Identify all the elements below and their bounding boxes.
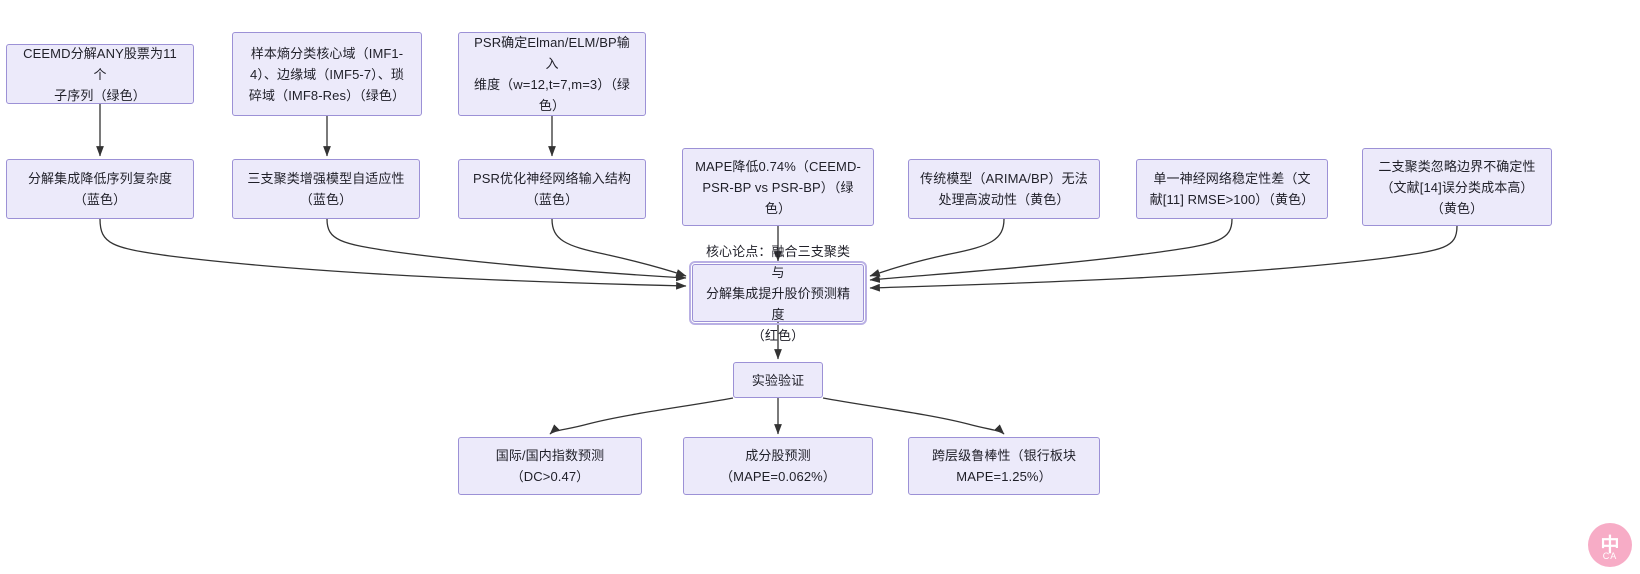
node-label: MAPE降低0.74%（CEEMD- PSR-BP vs PSR-BP）（绿 色…	[695, 158, 861, 216]
node-label: 三支聚类增强模型自适应性 （蓝色）	[247, 171, 405, 207]
node-label: CEEMD分解ANY股票为11个 子序列（绿色）	[23, 45, 177, 103]
node-index-prediction[interactable]: 国际/国内指数预测 （DC>0.47）	[458, 437, 642, 495]
node-label: PSR优化神经网络输入结构 （蓝色）	[472, 171, 632, 207]
node-constituent-stock-prediction[interactable]: 成分股预测 （MAPE=0.062%）	[683, 437, 873, 495]
node-core-thesis[interactable]: 核心论点：融合三支聚类与 分解集成提升股价预测精度 （红色）	[689, 244, 867, 343]
node-label: 跨层级鲁棒性（银行板块 MAPE=1.25%）	[931, 448, 1077, 484]
node-label: PSR确定Elman/ELM/BP输入 维度（w=12,t=7,m=3）（绿 色…	[473, 35, 631, 113]
node-traditional-model-limitation[interactable]: 传统模型（ARIMA/BP）无法 处理高波动性（黄色）	[908, 159, 1100, 219]
edge-n4-core	[99, 218, 687, 290]
node-mape-improvement[interactable]: MAPE降低0.74%（CEEMD- PSR-BP vs PSR-BP）（绿 色…	[682, 148, 874, 226]
node-experimental-validation[interactable]: 实验验证	[733, 362, 823, 398]
edge-n8-core	[869, 218, 1005, 277]
node-ceemd-decomposition[interactable]: CEEMD分解ANY股票为11个 子序列（绿色）	[6, 44, 194, 104]
edge-n5-core	[326, 218, 687, 282]
edge-exp-b3	[822, 397, 1005, 435]
watermark-char: 中	[1600, 534, 1620, 556]
node-label: 样本熵分类核心域（IMF1- 4）、边缘域（IMF5-7）、琐 碎域（IMF8-…	[248, 45, 406, 103]
node-label: 单一神经网络稳定性差（文 献[11] RMSE>100）（黄色）	[1149, 171, 1315, 207]
node-label: 核心论点：融合三支聚类与 分解集成提升股价预测精度 （红色）	[705, 243, 851, 343]
watermark-sub: CA	[1602, 551, 1618, 561]
node-decomposition-reduces-complexity[interactable]: 分解集成降低序列复杂度 （蓝色）	[6, 159, 194, 219]
node-label: 国际/国内指数预测 （DC>0.47）	[495, 448, 605, 484]
node-psr-optimizes-network-input[interactable]: PSR优化神经网络输入结构 （蓝色）	[458, 159, 646, 219]
node-three-way-clustering-adaptivity[interactable]: 三支聚类增强模型自适应性 （蓝色）	[232, 159, 420, 219]
edge-exp-b1	[549, 397, 734, 435]
node-label: 实验验证	[751, 372, 805, 388]
node-label: 传统模型（ARIMA/BP）无法 处理高波动性（黄色）	[920, 171, 1088, 207]
node-single-network-instability[interactable]: 单一神经网络稳定性差（文 献[11] RMSE>100）（黄色）	[1136, 159, 1328, 219]
node-label: 分解集成降低序列复杂度 （蓝色）	[27, 171, 173, 207]
node-cross-level-robustness[interactable]: 跨层级鲁棒性（银行板块 MAPE=1.25%）	[908, 437, 1100, 495]
edge-n9-core	[869, 218, 1233, 283]
node-label: 成分股预测 （MAPE=0.062%）	[720, 448, 836, 484]
edge-n10-core	[869, 225, 1458, 292]
watermark-logo: 中 CA	[1588, 523, 1632, 567]
node-label: 二支聚类忽略边界不确定性 （文献[14]误分类成本高） （黄色）	[1378, 158, 1536, 216]
node-two-way-clustering-limitation[interactable]: 二支聚类忽略边界不确定性 （文献[14]误分类成本高） （黄色）	[1362, 148, 1552, 226]
node-psr-input-dimension[interactable]: PSR确定Elman/ELM/BP输入 维度（w=12,t=7,m=3）（绿 色…	[458, 32, 646, 116]
node-sample-entropy-classification[interactable]: 样本熵分类核心域（IMF1- 4）、边缘域（IMF5-7）、琐 碎域（IMF8-…	[232, 32, 422, 116]
edge-n6-core	[551, 218, 687, 277]
